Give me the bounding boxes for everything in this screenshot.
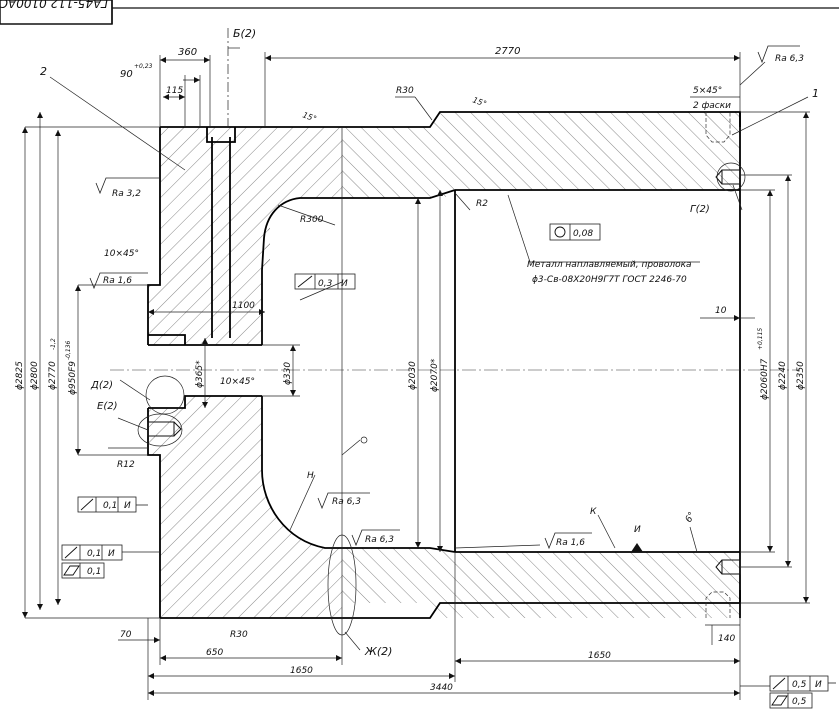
dim-115: 115 — [166, 86, 183, 96]
angle-15-b: 15° — [471, 95, 487, 108]
dim-90-tol: +0,23 — [134, 63, 153, 70]
phi-950-tol: -0,136 — [65, 340, 72, 360]
label-k: К — [590, 507, 597, 517]
phi-2825: ϕ2825 — [15, 361, 25, 390]
metal-note-2: ϕ3-Св-08Х20Н9Г7Т ГОСТ 2246-70 — [532, 275, 687, 285]
tolerance-symbols — [63, 226, 788, 706]
label-d2: Д(2) — [90, 380, 113, 391]
label-b2: Б(2) — [233, 27, 256, 40]
title-stamp: ГА45-112.0100АСБ — [0, 0, 839, 25]
detail-circle-d — [145, 375, 185, 415]
hidden-hole-top — [705, 112, 731, 143]
tol-f4-base: И — [108, 549, 115, 559]
r30-top: R30 — [396, 86, 414, 96]
detail-circle-g — [716, 162, 746, 192]
dim-650: 650 — [206, 648, 223, 658]
point-mark — [360, 436, 368, 444]
tol-f4: 0,1 — [87, 549, 101, 559]
phi-950: ϕ950F9 — [68, 361, 78, 395]
tol-f6: 0,5 — [792, 680, 807, 690]
dim-90: 90 — [120, 69, 133, 80]
label-e2: Е(2) — [97, 401, 117, 412]
phi-365: ϕ365* — [195, 360, 205, 388]
dim-2770-top: 2770 — [495, 46, 520, 57]
angle-6: 6° — [684, 511, 698, 525]
dim-lines-left — [22, 112, 300, 619]
phi-2070: ϕ2070* — [430, 358, 440, 392]
tol-0-3: 0,3 — [318, 279, 333, 289]
phi-2770: ϕ2770 — [48, 361, 58, 390]
ra-6-3-low: Ra 6,3 — [365, 535, 394, 545]
dim-5x45: 5×45° — [693, 86, 722, 96]
hatch-shell-lower — [342, 548, 740, 618]
r12: R12 — [117, 460, 135, 470]
dim-70: 70 — [120, 630, 132, 640]
dim-1650-b: 1650 — [588, 651, 611, 661]
r30-bot: R30 — [230, 630, 248, 640]
roughness-marks — [89, 45, 800, 550]
hatch-flange — [148, 127, 342, 618]
dim-1100: 1100 — [232, 301, 255, 311]
title-stamp-text: ГА45-112.0100АСБ — [0, 0, 108, 10]
label-g2: Г(2) — [690, 204, 710, 215]
phi-2770-tol: -1,2 — [50, 338, 57, 350]
detail-circle-e — [137, 413, 183, 447]
r2: R2 — [476, 199, 488, 209]
phi-2800: ϕ2800 — [30, 361, 40, 390]
phi-2060: ϕ2060H7 — [760, 358, 770, 400]
label-h: Н — [307, 471, 314, 481]
dim-lines-top — [148, 28, 755, 321]
phi-2030: ϕ2030 — [408, 361, 418, 390]
ra-3-2: Ra 3,2 — [112, 189, 141, 199]
datum-i: И — [634, 525, 641, 535]
leader-lines — [49, 47, 809, 651]
phi-2240: ϕ2240 — [778, 361, 788, 390]
ra-1-6-left: Ra 1,6 — [103, 276, 132, 286]
tol-0-08: 0,08 — [573, 229, 593, 239]
hatch-shell-upper — [342, 112, 740, 198]
hatch-web — [262, 127, 342, 270]
r300: R300 — [300, 215, 324, 225]
tol-0-3-base: И — [341, 279, 348, 289]
tol-f5: 0,1 — [87, 567, 101, 577]
tol-f6-base: И — [815, 680, 822, 690]
phi-330: ϕ330 — [283, 362, 293, 385]
datum-triangle — [631, 543, 643, 552]
dim-360: 360 — [178, 47, 197, 58]
dim-10x45-a: 10×45° — [104, 249, 139, 259]
metal-note-1: Металл наплавляемый, проволока — [527, 260, 692, 270]
tol-f3: 0,1 — [103, 501, 117, 511]
label-2: 2 — [40, 65, 47, 78]
dim-lines-right — [415, 111, 810, 604]
dim-2faski: 2 фаски — [693, 101, 731, 111]
part-outline — [147, 111, 741, 619]
stud-upper — [715, 169, 741, 185]
dim-140: 140 — [718, 634, 735, 644]
dim-1650-a: 1650 — [290, 666, 313, 676]
dim-lines-bottom — [118, 552, 741, 700]
label-zh2: Ж(2) — [364, 645, 392, 658]
ra-1-6-bore: Ra 1,6 — [556, 538, 585, 548]
ra-6-3-top: Ra 6,3 — [775, 54, 804, 64]
stud-left — [147, 421, 182, 437]
tol-f7: 0,5 — [792, 697, 807, 707]
phi-2350: ϕ2350 — [796, 361, 806, 390]
dim-10: 10 — [715, 306, 727, 316]
tol-f3-base: И — [124, 501, 131, 511]
vertical-labels: ϕ2825 ϕ2800 ϕ2770 -1,2 ϕ950F9 -0,136 ϕ36… — [15, 328, 806, 400]
dim-10x45-b: 10×45° — [220, 377, 255, 387]
label-1: 1 — [812, 87, 819, 100]
dim-3440: 3440 — [430, 683, 453, 693]
angle-15-a: 15° — [301, 110, 317, 123]
ra-6-3-mid: Ra 6,3 — [332, 497, 361, 507]
phi-2060-tol: +0,115 — [757, 328, 764, 350]
labels: 2770 360 90 +0,23 115 Б(2) 2 1 Ra 6,3 5×… — [40, 27, 822, 707]
tolerance-frames — [61, 223, 836, 709]
